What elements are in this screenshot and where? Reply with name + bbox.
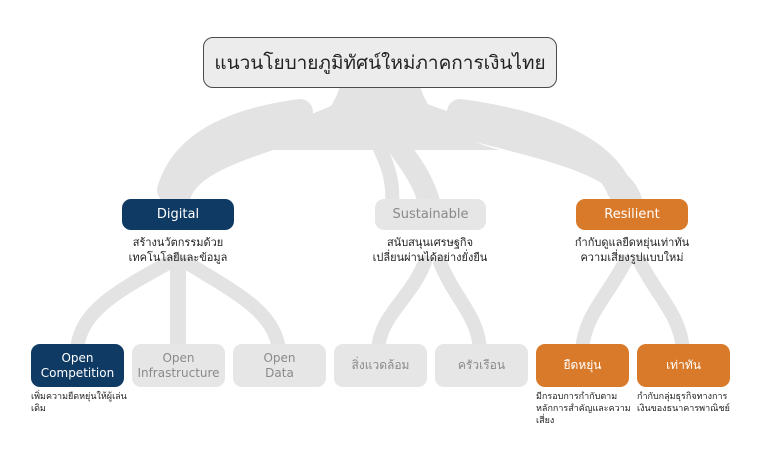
- pillar-sustainable: Sustainable: [375, 199, 486, 230]
- branch-root-sustainable: [367, 97, 441, 216]
- branch-sustainable-household: [433, 255, 487, 357]
- leaf-timely-note: กำกับกลุ่มธุรกิจทางการ เงินของธนาคารพาณิ…: [637, 392, 730, 414]
- branch-digital-data: [179, 255, 286, 357]
- pillar-digital: Digital: [122, 199, 234, 230]
- pillar-resilient-description: กำกับดูแลยืดหยุ่นเท่าทัน ความเสี่ยงรูปแบ…: [574, 236, 690, 264]
- branch-resilient-flexible: [575, 255, 632, 357]
- branch-top-wide-right: [447, 99, 633, 203]
- leaf-timely: เท่าทัน: [637, 344, 730, 387]
- leaf-environment: สิ่งแวดล้อม: [334, 344, 427, 387]
- leaf-flexible: ยืดหยุ่น: [536, 344, 629, 387]
- pillar-digital-description: สร้างนวัตกรรมด้วย เทคโนโลยีและข้อมูล: [128, 236, 228, 264]
- pillar-resilient: Resilient: [576, 199, 688, 230]
- leaf-open-competition: Open Competition: [31, 344, 124, 387]
- leaf-household: ครัวเรือน: [435, 344, 528, 387]
- leaf-open-competition-note: เพิ่มความยืดหยุ่นให้ผู้เล่น เดิม: [31, 392, 127, 414]
- pillar-sustainable-description: สนับสนุนเศรษฐกิจ เปลี่ยนผ่านได้อย่างยั่ง…: [372, 236, 488, 264]
- leaf-open-infrastructure: Open Infrastructure: [132, 344, 225, 387]
- branch-sustainable-environment: [371, 255, 432, 357]
- branch-top-wide-left: [157, 99, 313, 203]
- branch-digital-competition: [70, 255, 177, 357]
- branch-resilient-timely: [633, 255, 690, 357]
- root-policy-title: แนวนโยบายภูมิทัศน์ใหม่ภาคการเงินไทย: [203, 37, 557, 88]
- leaf-flexible-note: มีกรอบการกำกับตาม หลักการสำคัญและความ เส…: [536, 392, 631, 426]
- branch-root-sustainable-left: [353, 103, 400, 212]
- leaf-open-data: Open Data: [233, 344, 326, 387]
